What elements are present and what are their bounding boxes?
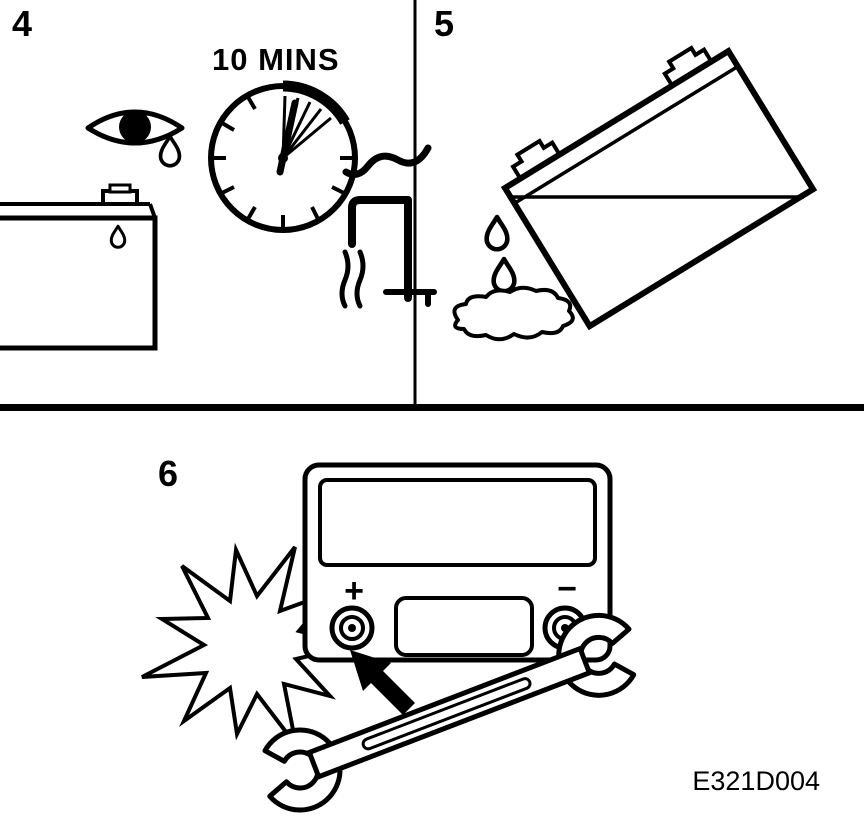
acid-puddle-icon bbox=[452, 285, 575, 342]
panel-4-eye-flush-warning bbox=[0, 80, 437, 351]
panel-4-label: 4 bbox=[12, 3, 33, 44]
negative-terminal-label: − bbox=[557, 570, 577, 608]
spark-flash-icon bbox=[141, 542, 356, 747]
clock-ticks bbox=[213, 95, 353, 228]
panel-5-label: 5 bbox=[434, 3, 455, 44]
clock-10-minutes-icon bbox=[208, 80, 358, 233]
pointer-arrow-icon bbox=[350, 650, 415, 715]
battery-front-view-icon: + − bbox=[302, 462, 613, 663]
positive-terminal-icon bbox=[329, 605, 375, 651]
leak-drop-icon bbox=[109, 224, 127, 249]
figure-code: E321D004 bbox=[692, 766, 820, 796]
tear-drop-icon bbox=[158, 134, 182, 168]
water-stream bbox=[354, 249, 366, 309]
wrench-icon bbox=[262, 612, 637, 813]
water-tap-icon bbox=[339, 144, 437, 309]
clock-caption: 10 MINS bbox=[212, 42, 340, 77]
eye-icon bbox=[85, 109, 185, 168]
positive-terminal-label: + bbox=[344, 572, 364, 610]
panel-6-short-circuit-warning: + − bbox=[141, 462, 637, 813]
water-stream bbox=[339, 249, 351, 309]
panel-dividers bbox=[0, 0, 864, 411]
tilted-battery-icon bbox=[500, 45, 818, 331]
panel-6-label: 6 bbox=[158, 453, 179, 494]
battery-side-view-icon bbox=[0, 183, 158, 351]
acid-drip-icons bbox=[484, 214, 517, 294]
clock-hand bbox=[276, 99, 299, 176]
panel-5-tilt-spill-warning bbox=[452, 45, 818, 342]
